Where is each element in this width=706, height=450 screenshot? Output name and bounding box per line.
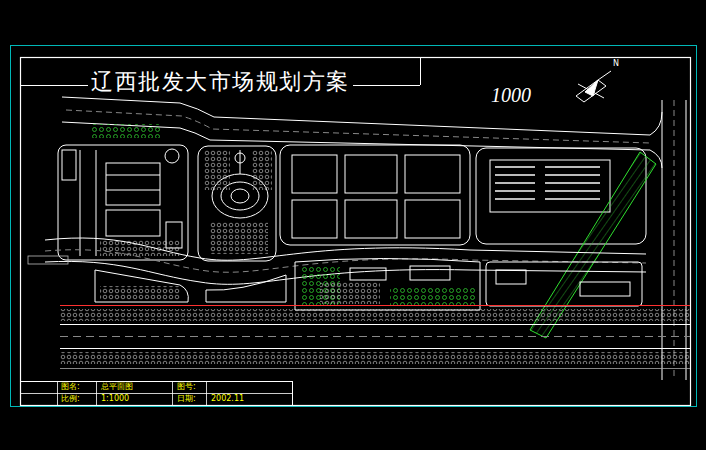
table-cell: 图号: — [176, 383, 197, 392]
north-label: N — [612, 60, 620, 69]
table-cell: 1:1000 — [100, 395, 130, 404]
table-cell: 总平面图 — [100, 383, 134, 392]
table-cell: 日期: — [176, 395, 197, 404]
table-cell: 比例: — [60, 395, 81, 404]
table-cell: 图名: — [60, 383, 81, 392]
drawing-title: 辽西批发大市场规划方案 — [88, 70, 353, 94]
scale-number: 1000 — [490, 84, 532, 106]
table-cell: 2002.11 — [210, 395, 245, 404]
